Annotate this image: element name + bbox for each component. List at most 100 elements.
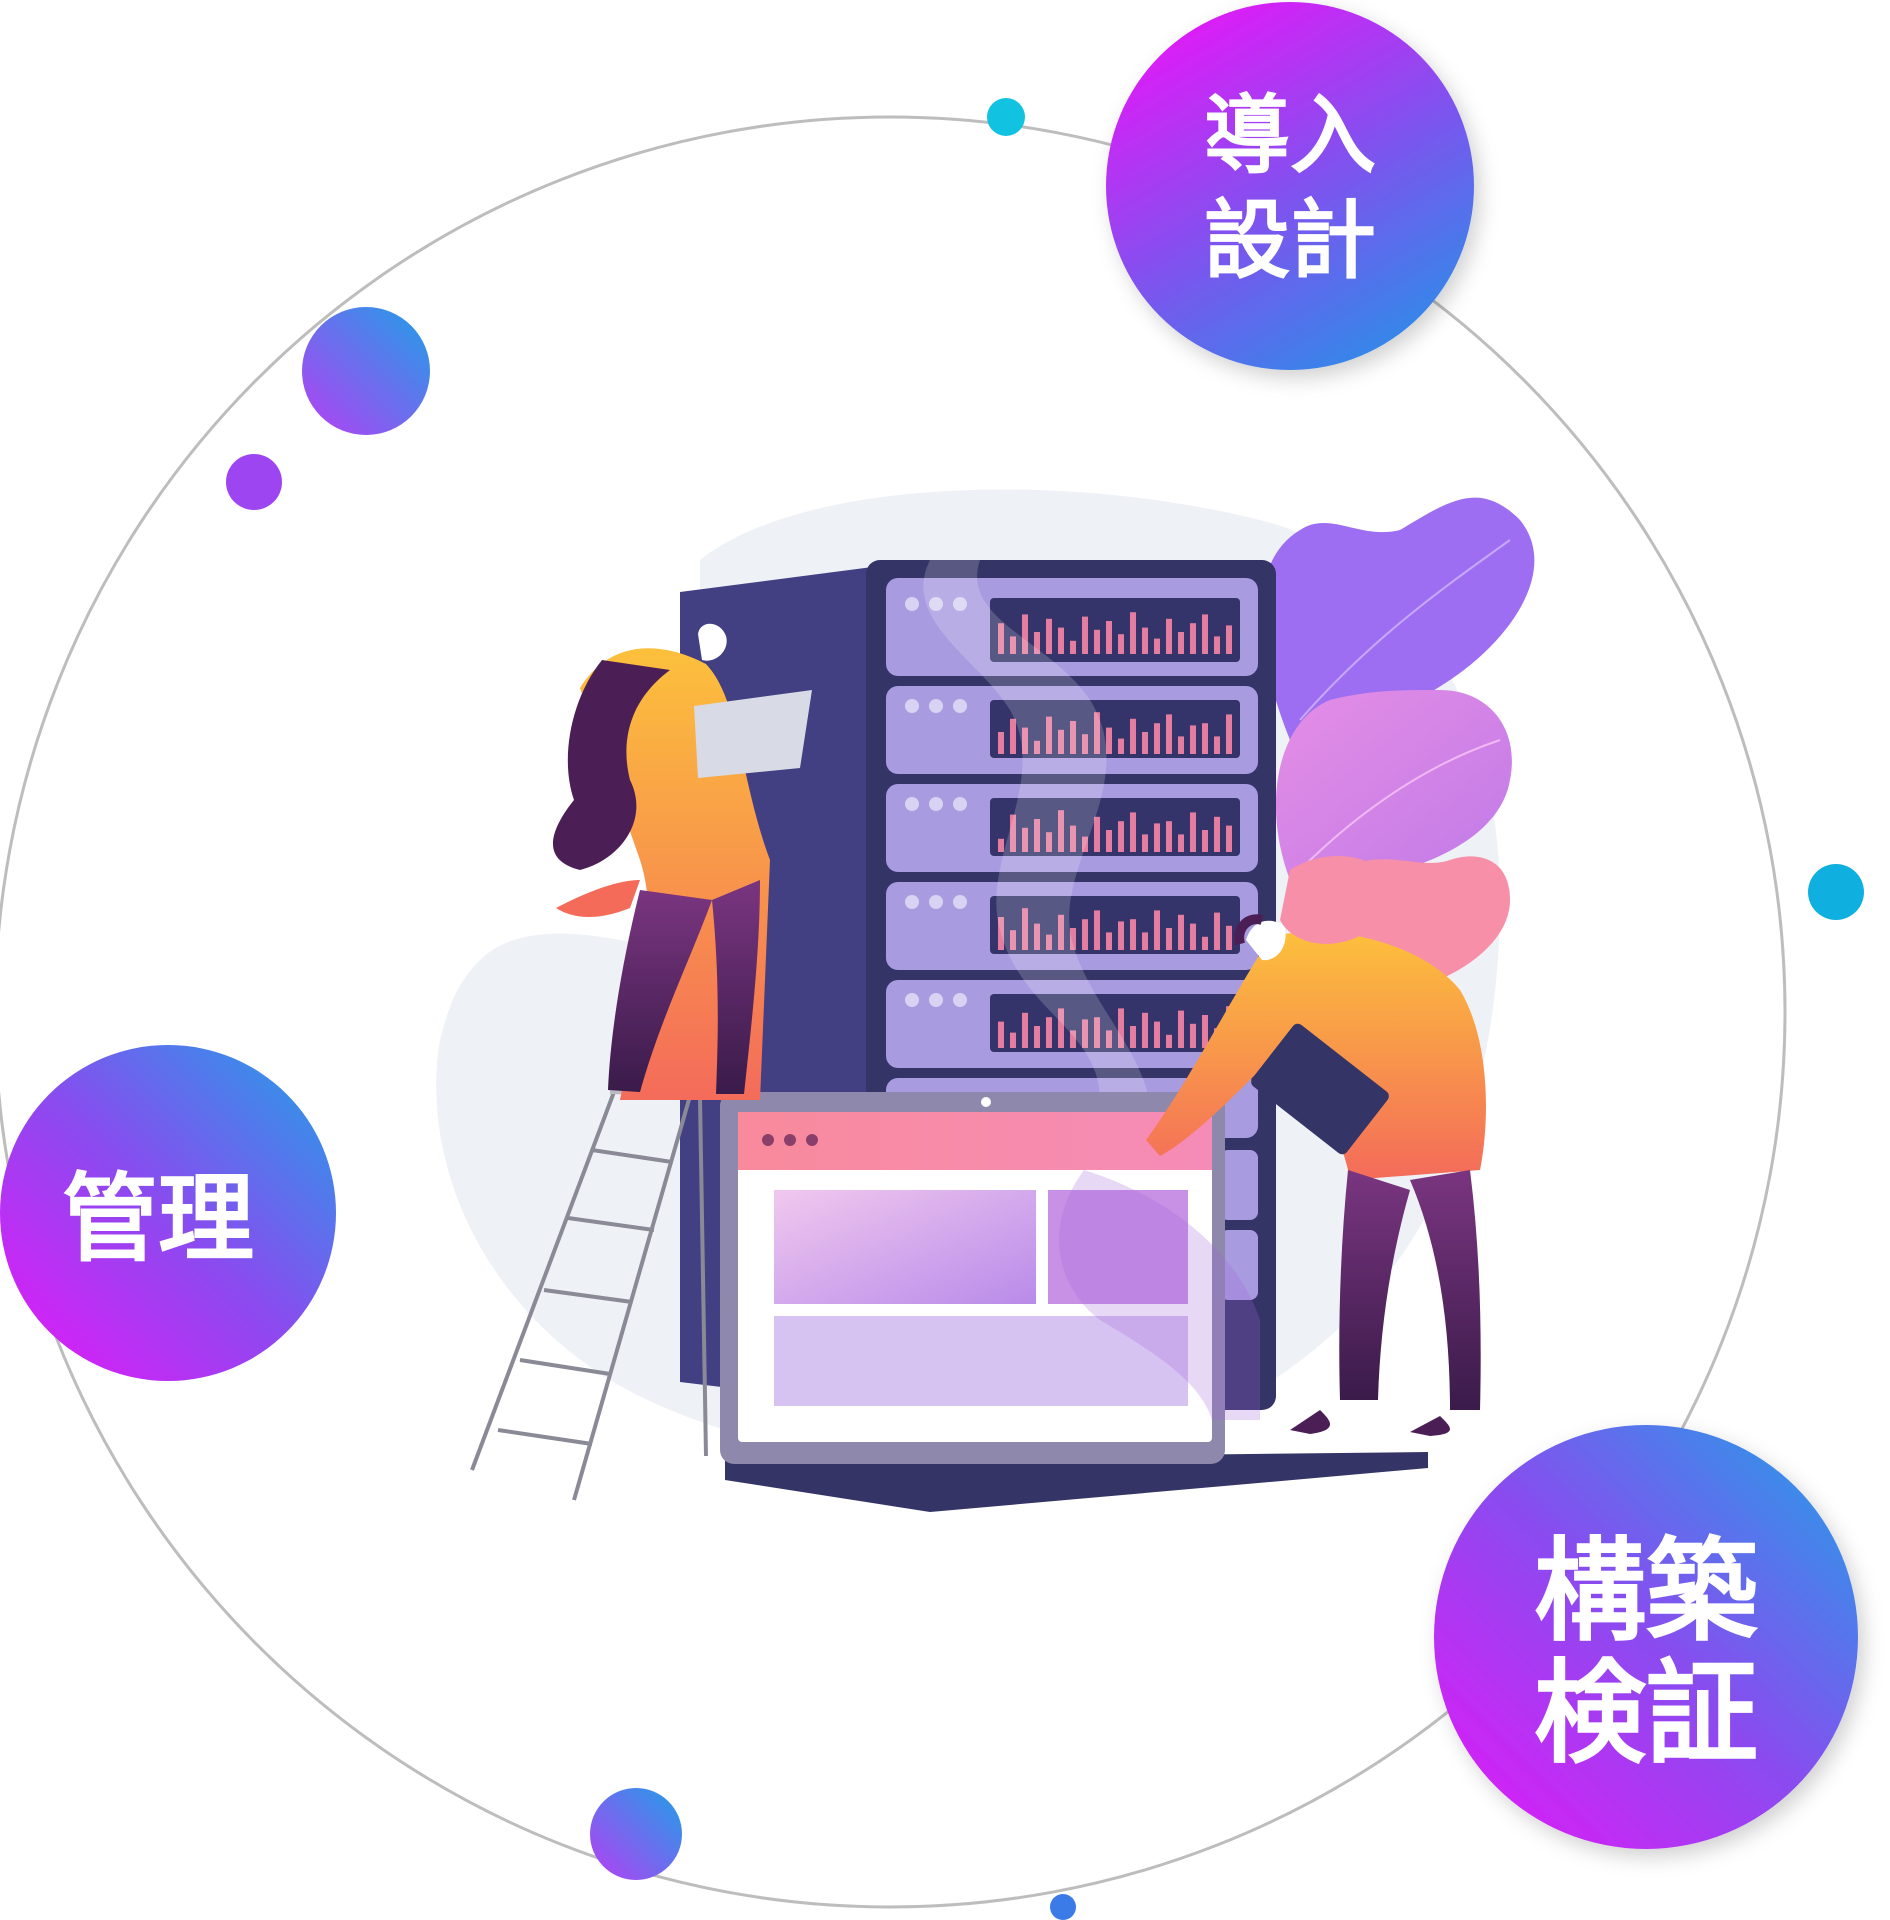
rack-indicator-bar (1070, 640, 1076, 654)
rack-indicator-bar (1226, 825, 1232, 852)
rack-indicator-bar (1010, 636, 1016, 654)
rack-indicator-bar (1214, 736, 1220, 754)
rack-indicator-bar (1202, 936, 1208, 950)
rack-indicator-bar (1010, 930, 1016, 950)
rack-indicator-bar (1178, 914, 1184, 950)
rack-indicator-bar (1202, 830, 1208, 852)
rack-indicator-bar (1022, 614, 1028, 654)
rack-indicator-bar (1130, 612, 1136, 654)
rack-indicator-bar (1082, 734, 1088, 754)
rack-indicator-bar (1226, 925, 1232, 950)
dot-blue-bottom (1050, 1894, 1076, 1920)
rack-indicator-bar (1094, 1017, 1100, 1048)
rack-indicator-bar (1022, 908, 1028, 950)
rack-indicator-bar (1034, 819, 1040, 852)
rack-indicator-bar (1142, 1012, 1148, 1048)
stage-bubble-build: 構築 検証 (1434, 1425, 1858, 1849)
rack-indicator-bar (1058, 729, 1064, 754)
rack-indicator-bar (1166, 1034, 1172, 1048)
rack-indicator-bar (1142, 627, 1148, 654)
rack-indicator-bar (1202, 1015, 1208, 1048)
rack-indicator-bar (1190, 923, 1196, 950)
rack-indicator-bar (1058, 1008, 1064, 1048)
rack-indicator-bar (1130, 1026, 1136, 1048)
rack-indicator-bar (1178, 736, 1184, 754)
rack-indicator-bar (1046, 1017, 1052, 1048)
rack-indicator-bar (1166, 928, 1172, 950)
dot-gradient-bottom (590, 1788, 682, 1880)
rack-indicator-bar (1046, 832, 1052, 852)
dot-cyan-right (1808, 864, 1864, 920)
rack-indicator-bar (1022, 727, 1028, 754)
rack-indicator-bar (1010, 718, 1016, 754)
rack-indicator-bar (1142, 834, 1148, 852)
rack-indicator-bar (998, 1021, 1004, 1048)
rack-indicator-bar (1118, 738, 1124, 754)
rack-indicator-bar (1142, 732, 1148, 754)
dot-purple-left (226, 454, 282, 510)
rack-indicator-bar (1190, 725, 1196, 754)
stage-manage-line1: 管理 (62, 1163, 254, 1275)
rack-indicator-bar (1190, 623, 1196, 654)
rack-light-swoosh (923, 560, 1151, 1130)
rack-indicator-bar (1118, 634, 1124, 654)
rack-indicator-bar (1226, 625, 1232, 654)
stage-bubble-manage: 管理 (0, 1045, 336, 1381)
rack-indicator-bar (1106, 932, 1112, 950)
dot-gradient-left-large (302, 307, 430, 435)
rack-indicator-bar (1058, 914, 1064, 950)
rack-indicator-bar (1202, 723, 1208, 754)
rack-indicator-bar (1070, 721, 1076, 754)
rack-indicator-bar (1154, 1021, 1160, 1048)
rack-indicator-bar (1214, 912, 1220, 950)
rack-indicator-bar (1022, 827, 1028, 852)
rack-indicator-bar (1058, 810, 1064, 852)
rack-indicator-bar (1130, 718, 1136, 754)
rack-indicator-bar (998, 623, 1004, 654)
rack-indicator-bar (1070, 928, 1076, 950)
rack-indicator-bar (1166, 821, 1172, 852)
rack-indicator-bar (1094, 629, 1100, 654)
rack-indicator-bar (1046, 934, 1052, 950)
rack-indicator-bar (1226, 714, 1232, 754)
rack-indicator-bar (1106, 830, 1112, 852)
rack-indicator-bar (1034, 1026, 1040, 1048)
rack-indicator-bar (1130, 919, 1136, 950)
rack-indicator-bar (1010, 1032, 1016, 1048)
rack-indicator-bar (1082, 836, 1088, 852)
rack-indicator-bar (1082, 616, 1088, 654)
rack-indicator-bar (1106, 727, 1112, 754)
rack-indicator-bar (1034, 923, 1040, 950)
rack-indicator-bar (1082, 1019, 1088, 1048)
rack-indicator-bar (1154, 910, 1160, 950)
rack-indicator-bar (1190, 1023, 1196, 1048)
rack-indicator-bar (1010, 814, 1016, 852)
rack-indicator-bar (1070, 825, 1076, 852)
dot-cyan-top (987, 98, 1025, 136)
rack-indicator-bar (1154, 638, 1160, 654)
rack-indicator-bar (1022, 1012, 1028, 1048)
stage-build-line2: 検証 (1534, 1649, 1758, 1779)
stage-bubble-design: 導入 設計 (1106, 2, 1474, 370)
stage-design-line1: 導入 (1204, 86, 1376, 186)
rack-indicator-bar (1094, 910, 1100, 950)
rack-indicator-bar (1178, 1010, 1184, 1048)
rack-indicator-bar (1154, 723, 1160, 754)
rack-indicator-bar (998, 917, 1004, 950)
rack-indicator-bar (998, 838, 1004, 852)
rack-indicator-bar (1058, 627, 1064, 654)
rack-indicator-bar (1178, 834, 1184, 852)
rack-indicator-bar (1202, 614, 1208, 654)
rack-indicator-bar (1046, 618, 1052, 654)
rack-indicator-bar (1070, 1030, 1076, 1048)
rack-indicator-bar (1106, 621, 1112, 654)
person-standing (1146, 856, 1486, 1436)
rack-indicator-bar (1034, 740, 1040, 754)
rack-indicator-bar (1166, 618, 1172, 654)
rack-indicator-bar (1154, 823, 1160, 852)
rack-indicator-bar (1118, 921, 1124, 950)
rack-indicator-bar (1082, 919, 1088, 950)
rack-indicator-bar (1118, 821, 1124, 852)
laptop-icon (720, 1092, 1428, 1512)
